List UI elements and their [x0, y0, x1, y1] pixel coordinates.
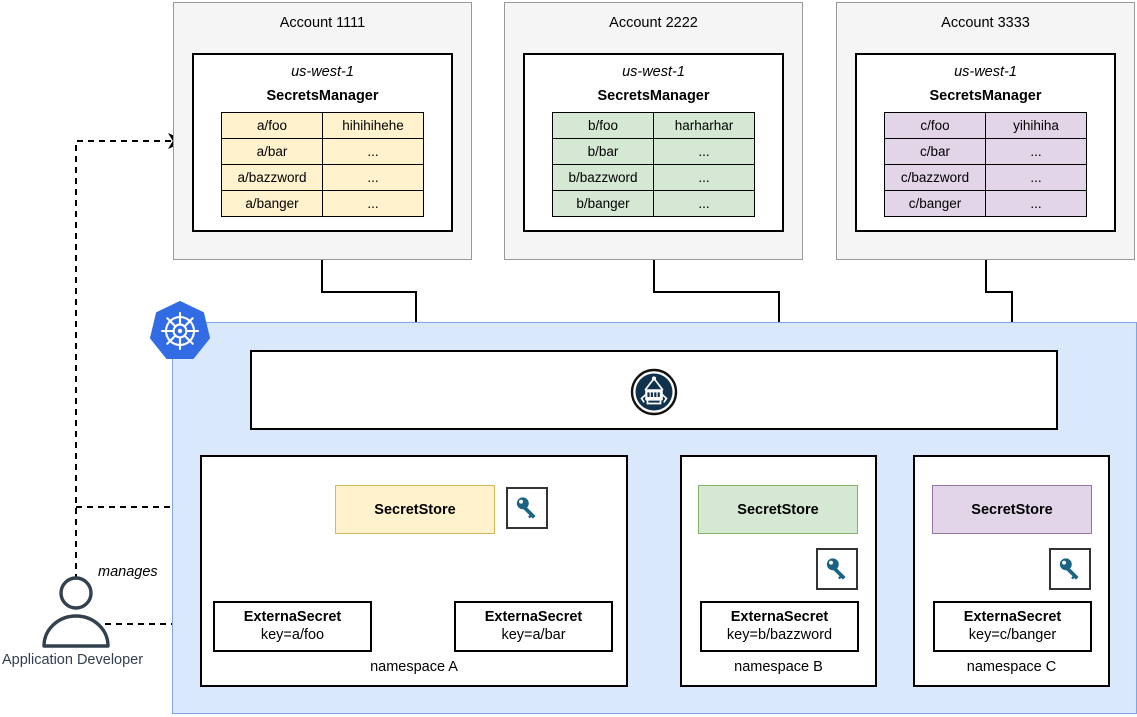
manages-relation-label: manages: [98, 564, 158, 580]
externalsecret-key: key=a/foo: [260, 626, 325, 643]
account-panel-2222: Account 2222 us-west-1 SecretsManager b/…: [504, 2, 803, 260]
secret-value: ...: [653, 164, 755, 191]
table-row: a/bar ...: [221, 138, 424, 165]
table-row: a/banger ...: [221, 190, 424, 217]
secretstore-b[interactable]: SecretStore: [698, 485, 858, 534]
service-label: SecretsManager: [597, 88, 710, 104]
externalsecret-title: ExternaSecret: [484, 608, 583, 625]
secretstore-a-key-icon-box: [506, 487, 548, 529]
secret-value: ...: [322, 138, 424, 165]
table-row: b/banger ...: [552, 190, 755, 217]
secret-key: a/foo: [221, 112, 323, 139]
secretstore-b-key-icon-box: [816, 548, 858, 590]
table-row: c/foo yihihiha: [884, 112, 1087, 139]
account-panel-3333: Account 3333 us-west-1 SecretsManager c/…: [836, 2, 1135, 260]
secret-key: a/banger: [221, 190, 323, 217]
secret-key: b/banger: [552, 190, 654, 217]
secret-value: ...: [653, 138, 755, 165]
externalsecret-title: ExternaSecret: [243, 608, 342, 625]
secret-value: harharhar: [653, 112, 755, 139]
externalsecret-title: ExternaSecret: [730, 608, 829, 625]
secretstore-c[interactable]: SecretStore: [932, 485, 1092, 534]
secret-key: a/bazzword: [221, 164, 323, 191]
region-box: us-west-1 SecretsManager b/foo harharhar…: [523, 53, 784, 232]
externalsecret-a-foo[interactable]: ExternaSecret key=a/foo: [213, 601, 372, 652]
namespace-label: namespace A: [370, 659, 458, 675]
secretstore-label: SecretStore: [374, 501, 456, 518]
secret-key: c/bar: [884, 138, 986, 165]
secret-value: ...: [653, 190, 755, 217]
user-actor-icon: [38, 576, 114, 648]
secret-value: ...: [985, 190, 1087, 217]
secrets-table: c/foo yihihiha c/bar ... c/bazzword ... …: [884, 112, 1087, 217]
secretstore-label: SecretStore: [971, 501, 1053, 518]
externalsecret-key: key=b/bazzword: [726, 626, 833, 643]
secret-key: b/bar: [552, 138, 654, 165]
table-row: b/bazzword ...: [552, 164, 755, 191]
secret-key: c/bazzword: [884, 164, 986, 191]
key-icon: [516, 497, 536, 519]
externalsecret-b-bazzword[interactable]: ExternaSecret key=b/bazzword: [700, 601, 859, 652]
secret-value: ...: [985, 138, 1087, 165]
externalsecret-title: ExternaSecret: [963, 608, 1062, 625]
table-row: b/bar ...: [552, 138, 755, 165]
account-title: Account 3333: [941, 15, 1030, 31]
externalsecret-key: key=c/banger: [968, 626, 1057, 643]
kubernetes-icon: [148, 300, 212, 364]
secrets-table: b/foo harharhar b/bar ... b/bazzword ...…: [552, 112, 755, 217]
secretstore-c-key-icon-box: [1049, 548, 1091, 590]
secrets-table: a/foo hihihihehe a/bar ... a/bazzword ..…: [221, 112, 424, 217]
secret-value: ...: [322, 164, 424, 191]
table-row: c/bar ...: [884, 138, 1087, 165]
external-secrets-operator-icon: [630, 368, 678, 416]
key-icon: [1059, 558, 1079, 580]
table-row: b/foo harharhar: [552, 112, 755, 139]
actor-label: Application Developer: [2, 652, 144, 668]
secret-key: a/bar: [221, 138, 323, 165]
service-label: SecretsManager: [266, 88, 379, 104]
secret-key: c/banger: [884, 190, 986, 217]
region-label: us-west-1: [291, 64, 354, 80]
region-box: us-west-1 SecretsManager a/foo hihihiheh…: [192, 53, 453, 232]
region-label: us-west-1: [954, 64, 1017, 80]
table-row: c/banger ...: [884, 190, 1087, 217]
table-row: c/bazzword ...: [884, 164, 1087, 191]
externalsecret-c-banger[interactable]: ExternaSecret key=c/banger: [933, 601, 1092, 652]
region-label: us-west-1: [622, 64, 685, 80]
table-row: a/foo hihihihehe: [221, 112, 424, 139]
secretstore-a[interactable]: SecretStore: [335, 485, 495, 534]
secret-key: c/foo: [884, 112, 986, 139]
secret-key: b/foo: [552, 112, 654, 139]
secret-value: ...: [985, 164, 1087, 191]
secret-value: ...: [322, 190, 424, 217]
secret-key: b/bazzword: [552, 164, 654, 191]
account-panel-1111: Account 1111 us-west-1 SecretsManager a/…: [173, 2, 472, 260]
externalsecret-key: key=a/bar: [501, 626, 566, 643]
namespace-label: namespace B: [734, 659, 823, 675]
table-row: a/bazzword ...: [221, 164, 424, 191]
secret-value: hihihihehe: [322, 112, 424, 139]
namespace-label: namespace C: [966, 659, 1057, 675]
account-title: Account 2222: [609, 15, 698, 31]
secret-value: yihihiha: [985, 112, 1087, 139]
key-icon: [826, 558, 846, 580]
externalsecret-a-bar[interactable]: ExternaSecret key=a/bar: [454, 601, 613, 652]
secretstore-label: SecretStore: [737, 501, 819, 518]
service-label: SecretsManager: [929, 88, 1042, 104]
account-title: Account 1111: [279, 15, 366, 31]
region-box: us-west-1 SecretsManager c/foo yihihiha …: [855, 53, 1116, 232]
